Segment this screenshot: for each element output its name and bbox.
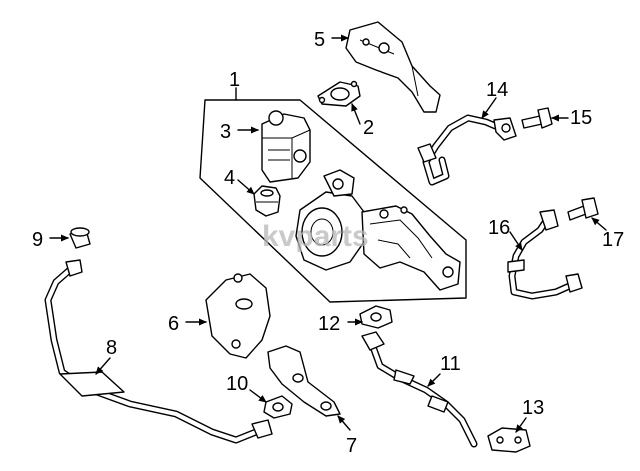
- heat-shield-upper: [345, 21, 441, 113]
- callout-2: 2: [363, 117, 374, 139]
- turbocharger-body: [295, 169, 461, 291]
- callout-3: 3: [220, 121, 231, 143]
- leader-13: [515, 417, 527, 433]
- leader-16: [509, 231, 523, 251]
- sensor-4: [253, 185, 281, 217]
- callout-9: 9: [32, 229, 43, 251]
- gasket-10: [263, 395, 293, 419]
- callout-16: 16: [488, 217, 510, 239]
- banjo-bolt-9: [69, 227, 91, 249]
- assembly-group-outline: [199, 99, 467, 303]
- leader-7: [337, 415, 351, 431]
- return-line-11: [361, 331, 478, 448]
- watermark: kvparts: [262, 220, 369, 253]
- oil-line-8: [44, 259, 273, 444]
- callout-8: 8: [106, 337, 117, 359]
- actuator-valve-3: [261, 110, 311, 183]
- leader-11: [427, 373, 441, 387]
- coolant-pipe-16: [507, 209, 583, 300]
- leader-8: [95, 357, 111, 375]
- heat-shield-6: [205, 273, 271, 359]
- callout-10: 10: [226, 373, 248, 395]
- bracket-7: [267, 345, 341, 417]
- gasket-2: [317, 80, 361, 107]
- leader-2: [351, 103, 361, 125]
- leader-4: [237, 179, 255, 195]
- callout-6: 6: [168, 313, 179, 335]
- coolant-pipe-14: [417, 114, 517, 186]
- callout-7: 7: [346, 435, 357, 457]
- callout-14: 14: [486, 79, 508, 101]
- callout-12: 12: [318, 313, 340, 335]
- bolt-15: [521, 107, 553, 129]
- leader-14: [481, 97, 497, 119]
- callout-4: 4: [224, 167, 235, 189]
- callout-15: 15: [570, 107, 592, 129]
- callout-11: 11: [440, 353, 461, 375]
- bolt-17: [567, 197, 599, 221]
- flange-13: [487, 427, 531, 453]
- callout-13: 13: [522, 397, 544, 419]
- callout-1: 1: [229, 69, 240, 91]
- callout-5: 5: [314, 29, 325, 51]
- leader-10: [249, 389, 267, 403]
- leader-17: [591, 217, 607, 231]
- callout-17: 17: [602, 229, 624, 251]
- gasket-12: [359, 305, 393, 329]
